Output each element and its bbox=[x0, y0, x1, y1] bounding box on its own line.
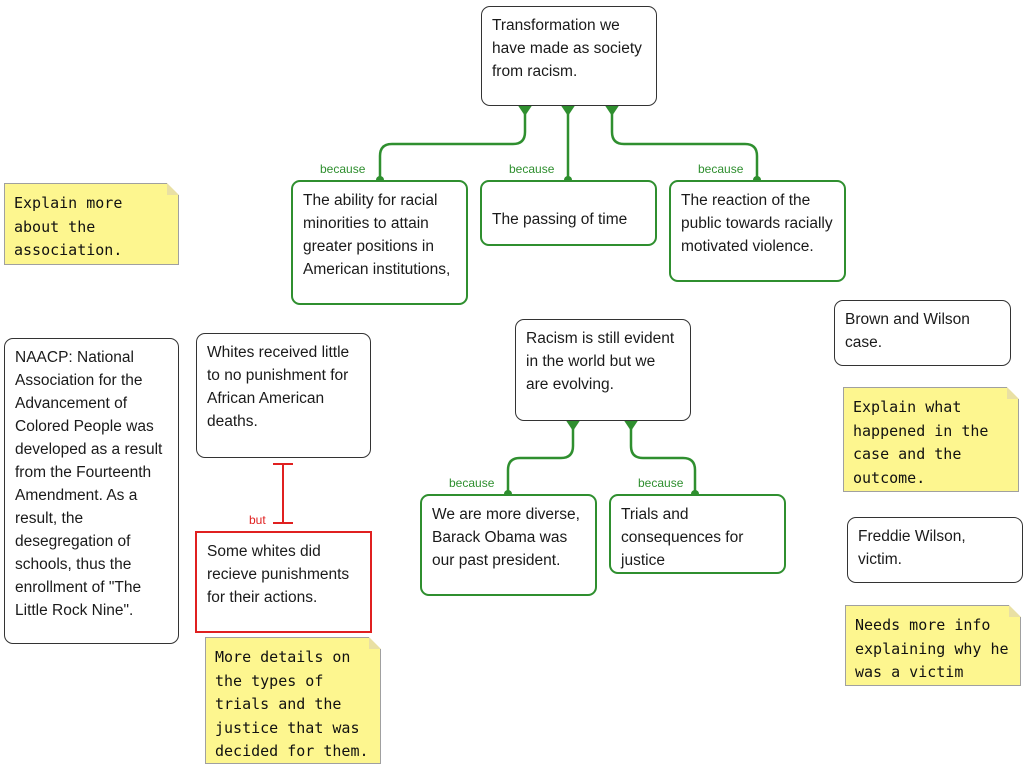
because-label-3: because bbox=[698, 162, 744, 176]
concept-passing-of-time[interactable]: The passing of time bbox=[480, 180, 657, 246]
concept-whites-received[interactable]: Whites received little to no punishment … bbox=[196, 333, 371, 458]
concept-brown-wilson-text: Brown and Wilson case. bbox=[845, 311, 970, 351]
root-concept[interactable]: Transformation we have made as society f… bbox=[481, 6, 657, 106]
concept-racism-evident-text: Racism is still evident in the world but… bbox=[526, 330, 675, 393]
link-root-to-institutions bbox=[378, 104, 527, 181]
concept-freddie-wilson-text: Freddie Wilson, victim. bbox=[858, 528, 966, 568]
link-root-to-reaction bbox=[610, 104, 759, 181]
note-needs-info[interactable]: Needs more info explaining why he was a … bbox=[845, 605, 1021, 686]
concept-public-reaction-text: The reaction of the public towards racia… bbox=[681, 192, 833, 255]
but-label: but bbox=[249, 513, 266, 527]
note-association-text: Explain more about the association. bbox=[14, 194, 123, 259]
link-mid-to-trials bbox=[629, 419, 697, 495]
link-mid-to-diverse bbox=[506, 419, 575, 495]
concept-public-reaction[interactable]: The reaction of the public towards racia… bbox=[669, 180, 846, 282]
concept-diverse[interactable]: We are more diverse, Barack Obama was ou… bbox=[420, 494, 597, 596]
concept-naacp-text: NAACP: National Association for the Adva… bbox=[15, 349, 163, 619]
concept-institutions-text: The ability for racial minorities to att… bbox=[303, 192, 451, 278]
because-label-2: because bbox=[509, 162, 555, 176]
link-but bbox=[273, 463, 293, 524]
concept-diverse-text: We are more diverse, Barack Obama was ou… bbox=[432, 506, 580, 569]
concept-racism-evident[interactable]: Racism is still evident in the world but… bbox=[515, 319, 691, 421]
concept-naacp[interactable]: NAACP: National Association for the Adva… bbox=[4, 338, 179, 644]
concept-whites-received-text: Whites received little to no punishment … bbox=[207, 344, 350, 430]
concept-brown-wilson[interactable]: Brown and Wilson case. bbox=[834, 300, 1011, 366]
root-concept-text: Transformation we have made as society f… bbox=[492, 17, 642, 80]
note-what-happened-text: Explain what happened in the case and th… bbox=[853, 398, 989, 487]
note-details-text: More details on the types of trials and … bbox=[215, 648, 369, 760]
note-association[interactable]: Explain more about the association. bbox=[4, 183, 179, 265]
concept-some-whites-text: Some whites did recieve punishments for … bbox=[207, 543, 350, 606]
concept-trials[interactable]: Trials and consequences for justice bbox=[609, 494, 786, 574]
concept-passing-of-time-text: The passing of time bbox=[492, 211, 628, 228]
note-needs-info-text: Needs more info explaining why he was a … bbox=[855, 616, 1009, 681]
note-details[interactable]: More details on the types of trials and … bbox=[205, 637, 381, 764]
because-label-5: because bbox=[638, 476, 684, 490]
concept-institutions[interactable]: The ability for racial minorities to att… bbox=[291, 180, 468, 305]
concept-freddie-wilson[interactable]: Freddie Wilson, victim. bbox=[847, 517, 1023, 583]
because-label-4: because bbox=[449, 476, 495, 490]
concept-trials-text: Trials and consequences for justice bbox=[621, 506, 744, 569]
because-label-1: because bbox=[320, 162, 366, 176]
concept-some-whites[interactable]: Some whites did recieve punishments for … bbox=[195, 531, 372, 633]
note-what-happened[interactable]: Explain what happened in the case and th… bbox=[843, 387, 1019, 492]
